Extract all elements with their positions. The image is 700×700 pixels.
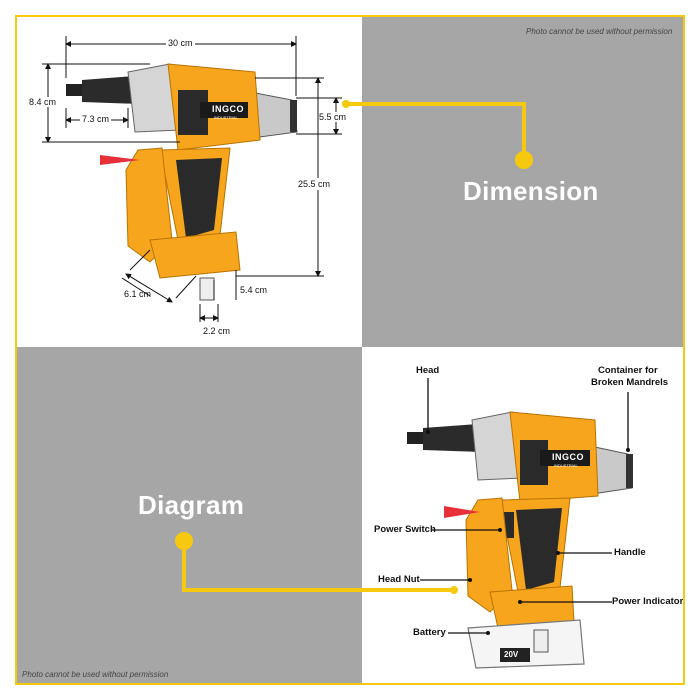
part-label-container-2: Broken Mandrels bbox=[591, 377, 669, 388]
brand-sub-top: INDUSTRIAL bbox=[214, 115, 238, 120]
diagram-connector bbox=[175, 532, 458, 594]
diagram-leaders bbox=[420, 378, 629, 634]
rivet-tool-top-image bbox=[66, 63, 298, 301]
permission-notice-bottom: Photo cannot be used without permission bbox=[22, 670, 169, 679]
dim-foot-label: 2.2 cm bbox=[203, 326, 231, 336]
diagram-title: Diagram bbox=[138, 490, 245, 520]
dim-base-width-label: 6.1 cm bbox=[124, 289, 152, 299]
battery-voltage-label: 20V bbox=[504, 650, 519, 659]
part-label-battery: Battery bbox=[413, 627, 446, 638]
dim-length-label: 30 cm bbox=[166, 38, 195, 48]
dim-total-height-label: 25.5 cm bbox=[298, 178, 331, 190]
dim-height-label: 8.4 cm bbox=[29, 97, 57, 107]
brand-logo-top: INGCO bbox=[212, 104, 245, 114]
permission-notice-top: Photo cannot be used without permission bbox=[526, 27, 673, 36]
part-label-power-indicator: Power Indicator bbox=[612, 596, 684, 607]
dim-body-label: 5.5 cm bbox=[319, 112, 347, 122]
part-label-power-switch: Power Switch bbox=[374, 524, 436, 535]
brand-logo-bottom: INGCO bbox=[552, 452, 585, 462]
dim-base-depth-label: 5.4 cm bbox=[240, 285, 268, 295]
part-label-handle: Handle bbox=[614, 547, 646, 558]
rivet-tool-diagram-image bbox=[407, 411, 633, 669]
dimension-title: Dimension bbox=[463, 176, 599, 206]
dimension-connector bbox=[342, 100, 533, 169]
brand-sub-bottom: INDUSTRIAL bbox=[554, 463, 578, 468]
dimension-label-panel bbox=[362, 17, 683, 347]
part-label-head: Head bbox=[416, 365, 440, 376]
part-label-container-1: Container for bbox=[598, 365, 658, 376]
dimension-lines bbox=[42, 36, 342, 322]
dim-nose-label: 7.3 cm bbox=[80, 114, 112, 124]
part-label-head-nut: Head Nut bbox=[378, 574, 420, 585]
diagram-label-panel bbox=[17, 347, 362, 683]
